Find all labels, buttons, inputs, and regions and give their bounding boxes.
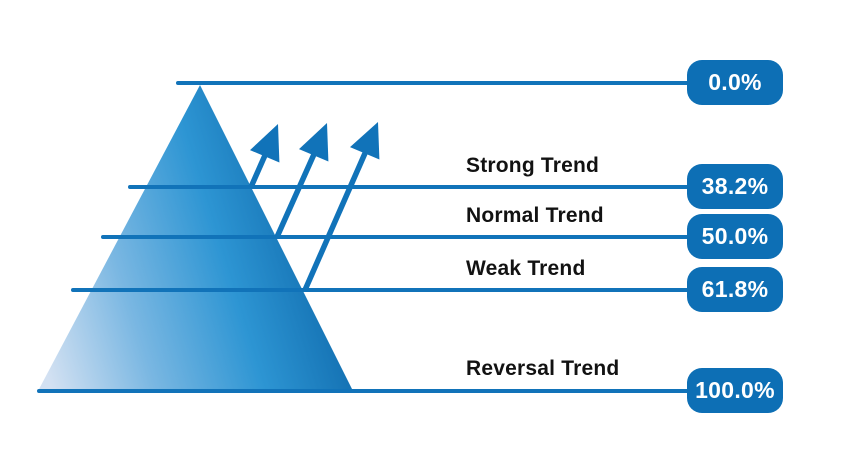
trend-arrow-middle-icon [274, 123, 329, 239]
level-label-reversal-trend: Reversal Trend [466, 357, 620, 380]
trend-arrow-left-icon [248, 124, 280, 189]
level-label-strong-trend: Strong Trend [466, 154, 600, 177]
level-label-weak-trend: Weak Trend [466, 257, 586, 280]
percent-badge-50: 50.0% [687, 214, 783, 259]
percent-badge-61: 61.8% [687, 267, 783, 312]
percent-badge-0: 0.0% [687, 60, 783, 105]
trend-arrow-right-icon [302, 122, 380, 292]
level-label-normal-trend: Normal Trend [466, 204, 604, 227]
percent-badge-38: 38.2% [687, 164, 783, 209]
percent-badge-100: 100.0% [687, 368, 783, 413]
